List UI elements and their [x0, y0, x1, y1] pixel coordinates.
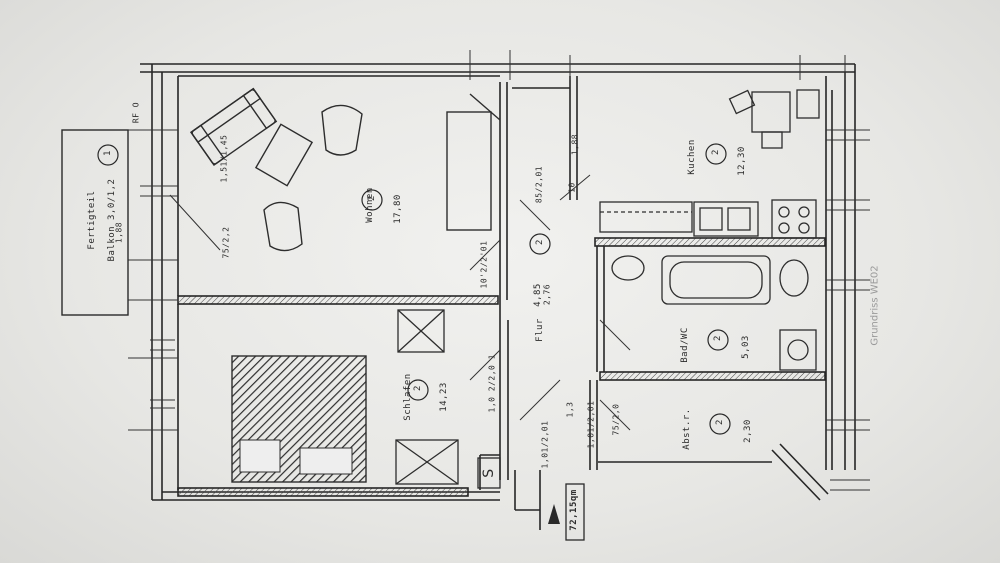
dim-label: 75/2,0: [611, 403, 621, 436]
dim-label: 1,01/2,01: [540, 420, 550, 469]
room-kuechen-area: 12,30: [737, 146, 747, 176]
dim-label: 1,01/2,01: [586, 400, 596, 449]
dim-label: 1,51/1,45: [219, 134, 229, 183]
bed: [231, 355, 367, 483]
s-box: [477, 457, 501, 489]
kitchen-furniture: [599, 89, 820, 239]
room-flur-number: 2: [535, 239, 545, 245]
room-bad-area: 5,03: [741, 335, 751, 359]
dim-label: 10: [567, 182, 577, 193]
room-abstellraum-number: 2: [715, 419, 725, 425]
room-schlafen-area: 14,23: [439, 382, 449, 412]
room-bad-name: Bad/WC: [680, 327, 690, 363]
room-abstellraum-area: 2,30: [743, 419, 753, 443]
total-area: 72,15qm: [569, 489, 579, 531]
door-swings: [469, 174, 631, 431]
dim-label: 85/2,01: [534, 165, 544, 204]
dim-label: 1,0 2/2,0 1: [487, 354, 497, 413]
top-markers: [469, 50, 846, 80]
total-area-box: [565, 483, 585, 541]
room-bad-number: 2: [713, 335, 723, 341]
room-schlafen-name: Schlafen: [403, 373, 413, 421]
direction-mark: RF O: [131, 101, 141, 124]
room-kuechen-name: Kuchen: [687, 139, 697, 175]
room-abstellraum-name: Abst.r.: [682, 408, 692, 450]
watermark-label: Grundriss WE02: [869, 265, 881, 346]
room-kuechen-number: 2: [711, 149, 721, 155]
s-label: S: [481, 468, 497, 478]
walls: [140, 63, 856, 530]
room-wohnen-area: 17,80: [393, 194, 403, 224]
windows-right: [826, 129, 870, 491]
north-arrow-icon: [548, 504, 560, 524]
living-furniture: [190, 87, 501, 252]
room-wohnen-number: 2: [367, 195, 377, 201]
dim-label: 1,88: [114, 221, 124, 244]
dim-label: 75/2,2: [221, 226, 231, 259]
room-markers: [361, 143, 731, 435]
balcony-number: 1: [103, 150, 113, 156]
room-schlafen-number: 2: [413, 385, 423, 391]
dim-label: 1,3: [565, 401, 575, 418]
dim-label: 10'2/2'01: [479, 240, 489, 289]
room-flur-name: Flur: [535, 318, 545, 342]
room-wohnen-name: Wohnen: [365, 187, 375, 223]
balcony: [61, 129, 221, 316]
dim-label: 1,88: [570, 133, 580, 156]
dim-label: 2,76: [542, 283, 552, 306]
windows-left: [128, 129, 178, 431]
room-flur-area: 4,85: [533, 283, 543, 307]
closets: [395, 309, 459, 485]
balcony-name: Fertigteil: [87, 190, 97, 250]
bath-furniture: [611, 255, 817, 371]
